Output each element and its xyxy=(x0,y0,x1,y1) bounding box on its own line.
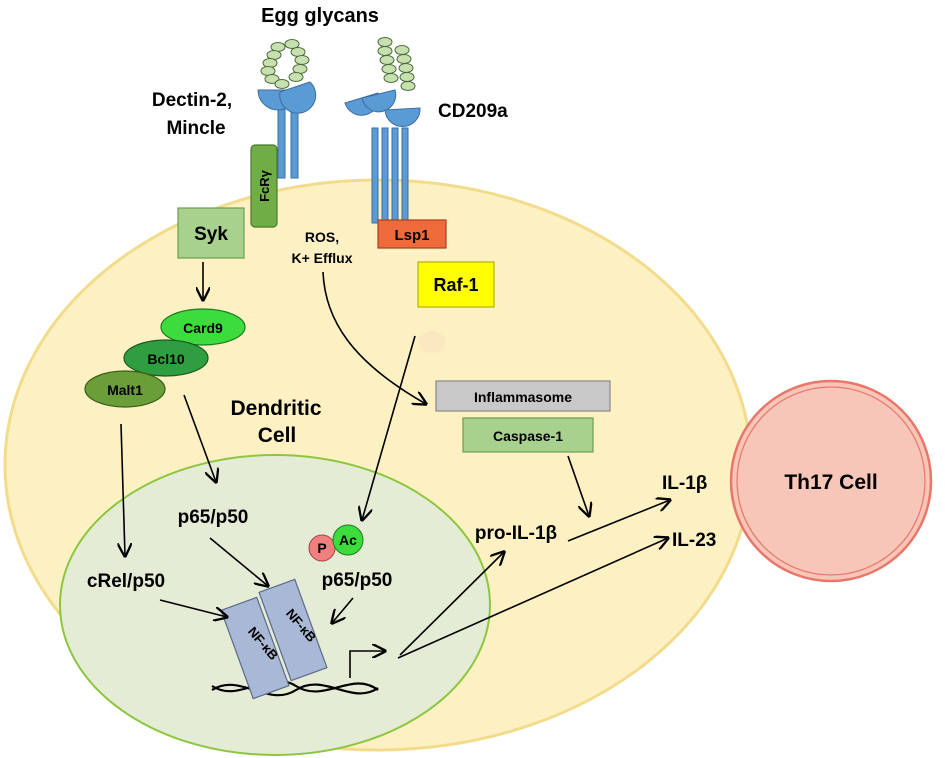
il23-label: IL-23 xyxy=(672,530,716,551)
lsp1-box: Lsp1 xyxy=(377,219,447,249)
ros-label: ROS, xyxy=(305,229,339,245)
egg-glycans-label: Egg glycans xyxy=(261,5,379,27)
mincle-label: Mincle xyxy=(166,118,225,139)
fcry-box: FcRγ xyxy=(250,144,278,228)
nfkb-front: NF-κB xyxy=(220,596,290,700)
malt1-oval: Malt1 xyxy=(84,370,166,408)
syk-box: Syk xyxy=(177,207,245,259)
il1b-label: IL-1β xyxy=(662,473,707,494)
dendritic-label: Dendritic xyxy=(230,397,321,420)
egg-glycan-left xyxy=(260,39,310,89)
caspase1-box: Caspase-1 xyxy=(462,417,594,453)
inflammasome-box: Inflammasome xyxy=(435,380,611,412)
p-label: P xyxy=(317,540,326,556)
caspase1-label: Caspase-1 xyxy=(493,428,563,444)
th17-label: Th17 Cell xyxy=(784,471,877,494)
egg-glycan-right xyxy=(377,37,416,91)
bcl10-label: Bcl10 xyxy=(147,351,185,367)
raf1-box: Raf-1 xyxy=(417,261,495,308)
phospho-mark: P xyxy=(308,534,336,562)
p65p50-right-label: p65/p50 xyxy=(322,570,393,591)
p65p50-left-label: p65/p50 xyxy=(178,507,249,528)
cell-label: Cell xyxy=(258,424,297,447)
card9-oval: Card9 xyxy=(160,308,246,346)
arrows xyxy=(121,262,670,678)
syk-label: Syk xyxy=(194,224,228,245)
crel-p50-label: cRel/p50 xyxy=(87,571,165,592)
malt1-label: Malt1 xyxy=(107,382,143,398)
raf1-label: Raf-1 xyxy=(433,275,478,295)
vesicle-spot xyxy=(419,331,445,353)
cd209a-label: CD209a xyxy=(438,101,508,122)
th17-cell: Th17 Cell xyxy=(729,379,933,583)
acetyl-mark: Ac xyxy=(332,524,364,556)
bcl10-oval: Bcl10 xyxy=(123,339,209,377)
fcry-label: FcRγ xyxy=(257,169,272,202)
dectin2-label: Dectin-2, xyxy=(152,90,232,111)
dectin2-mincle-receptor xyxy=(257,81,317,179)
k-efflux-label: K+ Efflux xyxy=(291,250,352,266)
inflammasome-label: Inflammasome xyxy=(474,389,572,405)
pro-il1b-label: pro-IL-1β xyxy=(475,523,557,544)
dna-strands xyxy=(211,679,379,697)
card9-label: Card9 xyxy=(183,320,223,336)
ac-label: Ac xyxy=(339,532,357,548)
lsp1-label: Lsp1 xyxy=(394,227,429,244)
